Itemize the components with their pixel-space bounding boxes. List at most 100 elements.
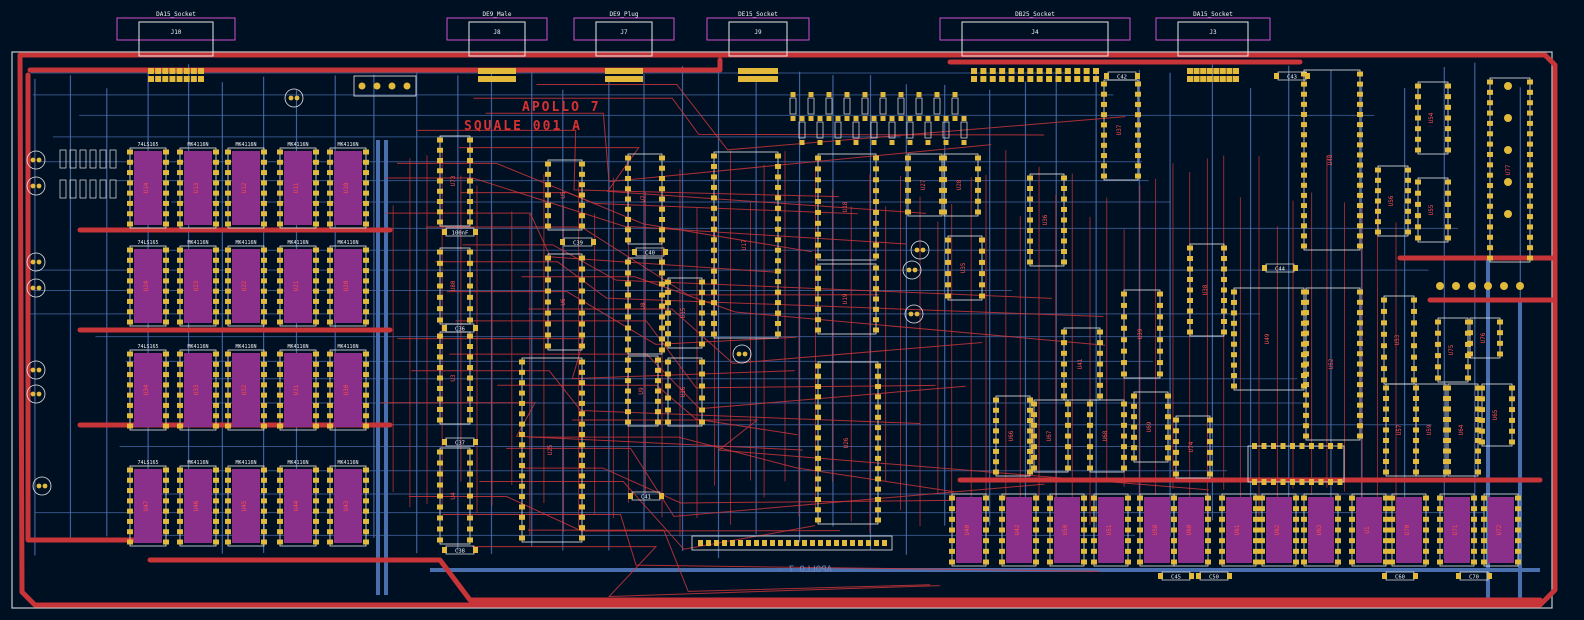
chip-pin xyxy=(363,413,369,419)
chip-pin xyxy=(905,177,911,183)
header-pin xyxy=(730,540,735,546)
chip-pin xyxy=(1415,179,1421,185)
chip-pin xyxy=(363,392,369,398)
chip-pin xyxy=(625,388,631,394)
connector-pin xyxy=(1233,68,1239,74)
chip-pin xyxy=(815,404,821,410)
chip-pin xyxy=(1437,495,1443,501)
chip-pin xyxy=(163,539,169,545)
chip-pin xyxy=(1357,433,1363,439)
connector-pin xyxy=(615,68,622,74)
chip-pin xyxy=(545,288,551,294)
chip-pin xyxy=(1087,433,1093,439)
chip-pin xyxy=(1253,527,1259,533)
chip-pin xyxy=(213,508,219,514)
resistor-outline xyxy=(79,179,87,199)
chip-ref: U17 xyxy=(741,239,748,250)
chip-pin xyxy=(579,255,585,261)
chip-pin xyxy=(1231,383,1237,389)
chip-pin xyxy=(363,257,369,263)
chip-pin xyxy=(545,332,551,338)
chip-pin xyxy=(1475,459,1481,464)
chip-pin xyxy=(1121,433,1127,439)
connector-pin xyxy=(1187,76,1193,82)
dip-chip: U64 xyxy=(1445,383,1481,477)
chip-pin xyxy=(975,198,981,204)
chip-label: MK4116N xyxy=(187,142,208,148)
chip-pin xyxy=(437,178,443,184)
chip-pin xyxy=(993,418,999,424)
chip-pin xyxy=(437,137,443,143)
chip-pin xyxy=(1027,196,1033,202)
connector-shell xyxy=(961,21,1109,57)
dip-chip: U76 xyxy=(1467,317,1503,359)
chip-outline xyxy=(279,147,317,229)
chip-pin xyxy=(1061,329,1067,335)
chip-pin xyxy=(1497,330,1503,336)
chip-pin xyxy=(261,477,267,483)
chip-pin xyxy=(437,493,443,499)
chip-pin xyxy=(699,300,705,306)
chip-pin xyxy=(1349,516,1355,522)
chip-body xyxy=(284,469,312,543)
chip-pin xyxy=(625,176,631,181)
chip-pin xyxy=(261,402,267,408)
chip-pin xyxy=(1205,559,1211,565)
chip-pin xyxy=(1253,548,1259,554)
chip-pin xyxy=(1027,397,1033,403)
chip-pin xyxy=(949,559,955,565)
connector-pin xyxy=(162,68,169,74)
connector-courtyard xyxy=(116,17,236,41)
chip-pin xyxy=(699,279,705,285)
chip-pin xyxy=(579,310,585,316)
dip-chip: U6 xyxy=(545,253,585,351)
chip-pin xyxy=(1121,412,1127,418)
chip-pin xyxy=(1187,329,1193,335)
chip-pin xyxy=(363,319,369,325)
chip-label: MK4116N xyxy=(337,142,358,148)
chip-pin xyxy=(1335,548,1341,554)
chip-pin xyxy=(225,278,231,284)
chip-pin xyxy=(1087,401,1093,407)
chip-pin xyxy=(363,221,369,227)
chip-pin xyxy=(437,449,443,455)
chip-pin xyxy=(1381,308,1387,314)
chip-label: 74LS165 xyxy=(137,142,158,148)
connector-pin xyxy=(1200,68,1207,74)
connector-pin xyxy=(1193,68,1200,74)
top-trace xyxy=(459,147,926,214)
chip-pin xyxy=(1445,201,1451,207)
chip-outline xyxy=(227,147,265,229)
chip-pin xyxy=(1253,516,1259,522)
chip-pin xyxy=(127,319,133,325)
power-connector-pin xyxy=(358,82,366,90)
chip-ref: U76 xyxy=(1480,332,1487,343)
chip-pin xyxy=(313,288,319,294)
chip-pin xyxy=(177,200,183,206)
chip-pin xyxy=(1415,126,1421,132)
connector-pin xyxy=(169,76,176,82)
chip-outline xyxy=(1489,77,1531,263)
chip-body xyxy=(184,353,212,427)
chip-pin xyxy=(1423,516,1429,522)
chip-pin xyxy=(437,199,443,204)
chip-pin xyxy=(177,372,183,378)
chip-ref: U66 xyxy=(1008,430,1015,441)
chip-pin xyxy=(1121,348,1127,354)
chip-pin xyxy=(261,423,267,429)
connector-label: DA15_Socket xyxy=(156,11,196,18)
chip-pin xyxy=(1515,506,1521,512)
capacitor-pad xyxy=(628,493,633,499)
chip-pin xyxy=(1027,407,1033,413)
chip-pin xyxy=(1301,538,1307,544)
chip-pin xyxy=(1445,190,1451,196)
chip-pin xyxy=(1357,423,1363,429)
chip-pin xyxy=(1357,330,1363,336)
chip-pin xyxy=(1061,350,1067,356)
chip-pin xyxy=(1445,224,1451,230)
chip-pin xyxy=(213,423,219,429)
chip-body xyxy=(1444,497,1470,563)
chip-pin xyxy=(1301,203,1307,209)
chip-pin xyxy=(659,227,665,233)
